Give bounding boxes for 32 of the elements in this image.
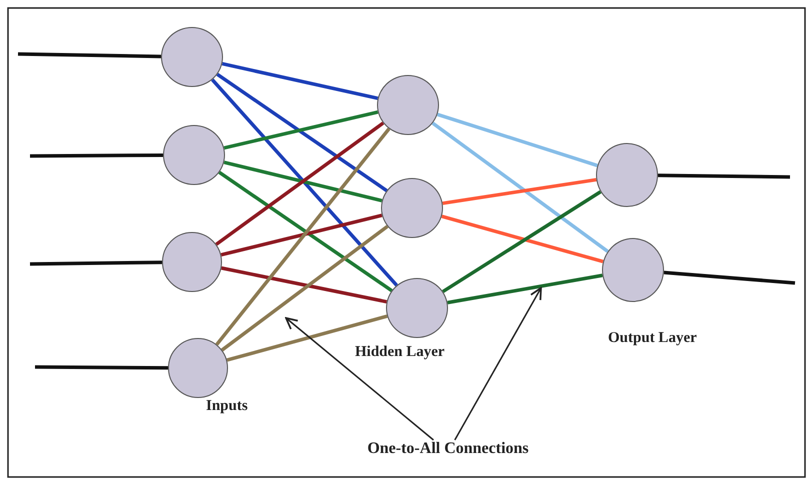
connection-line [224, 110, 378, 150]
connection-line [432, 122, 609, 253]
connection-line [220, 214, 382, 257]
connection-line [221, 266, 388, 304]
connection-line [226, 314, 388, 362]
layer-label: Output Layer [608, 330, 697, 347]
connection-line [18, 52, 162, 58]
connection-line [211, 78, 398, 286]
connection-line [436, 112, 598, 168]
connection-line [441, 214, 604, 264]
connection-line [216, 72, 388, 192]
connection-line [220, 224, 389, 352]
connection-line [224, 160, 382, 202]
connection-line [664, 270, 796, 285]
connection-line [30, 153, 164, 158]
leader-line [285, 317, 434, 441]
connection-line [218, 170, 393, 292]
annotation-text: One-to-All Connections [318, 440, 578, 464]
connection-line [215, 128, 390, 346]
connection-line [658, 174, 790, 179]
layer-label: Inputs [206, 398, 248, 415]
neuron-circle [377, 75, 439, 135]
connection-line [447, 274, 603, 304]
neuron-circle [386, 278, 448, 338]
connection-line [34, 365, 168, 370]
connection-line [215, 122, 384, 246]
connection-line [30, 260, 162, 266]
connection-line [442, 178, 597, 206]
connection-line [442, 190, 602, 294]
connection-line [222, 62, 378, 100]
leader-line [454, 287, 542, 440]
layer-label: Hidden Layer [355, 344, 445, 361]
